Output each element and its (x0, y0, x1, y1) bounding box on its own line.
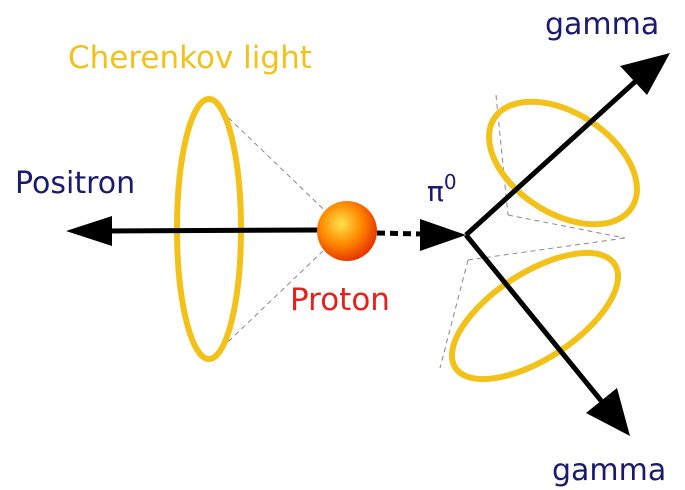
proton-label: Proton (290, 282, 390, 318)
cherenkov-light-label: Cherenkov light (68, 40, 312, 76)
positron-arrow-line (107, 227, 321, 234)
gamma-top-track (464, 53, 670, 237)
gamma-bottom-label: gamma (552, 453, 666, 488)
gamma-bottom-track (464, 233, 630, 436)
gamma-top-arrowhead (620, 53, 670, 95)
cone-line-bottom (208, 229, 346, 361)
pion-label: π0 (427, 170, 457, 208)
gamma-bottom-cone-line-2 (439, 259, 469, 369)
gamma-bottom-arrow-line (464, 233, 605, 405)
pion-symbol: π (427, 175, 444, 208)
pion-dashed-line (376, 230, 423, 237)
pion-charge-superscript: 0 (444, 170, 457, 194)
gamma-top-arrow-line (464, 78, 639, 237)
gamma-top-cone-line-2 (507, 214, 626, 239)
gamma-bottom-arrowhead (586, 388, 630, 436)
gamma-top-label: gamma (545, 7, 659, 42)
proton-sphere (317, 201, 377, 261)
gamma-top-cherenkov-ring (486, 98, 640, 228)
pion-arrowhead (420, 219, 466, 251)
positron-label: Positron (15, 166, 135, 201)
positron-arrowhead (66, 216, 112, 246)
pion-track (376, 219, 466, 251)
positron-track (66, 216, 321, 246)
cone-line-top (208, 98, 346, 231)
